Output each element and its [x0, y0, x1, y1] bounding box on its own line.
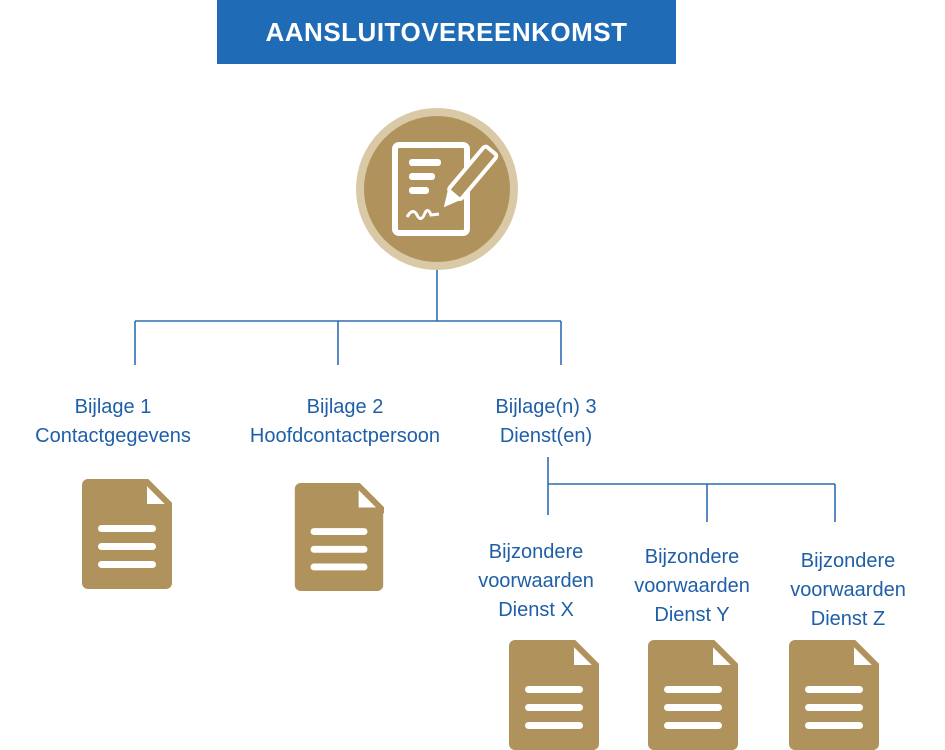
diagram-title: AANSLUITOVEREENKOMST — [265, 16, 628, 47]
document-icon — [509, 640, 599, 750]
document-icon — [294, 483, 384, 591]
document-icon — [648, 640, 738, 750]
bijlage-1-label: Bijlage 1 Contactgegevens — [35, 396, 191, 447]
dienst-z-label: Bijzondere voorwaarden Dienst Z — [790, 550, 906, 630]
document-icon — [82, 479, 172, 589]
document-icon — [789, 640, 879, 750]
dienst-x-label: Bijzondere voorwaarden Dienst X — [478, 541, 594, 621]
title-banner: AANSLUITOVEREENKOMST — [217, 0, 676, 64]
dienst-y-label: Bijzondere voorwaarden Dienst Y — [634, 546, 750, 626]
bijlage-2-label: Bijlage 2 Hoofdcontactpersoon — [249, 396, 441, 447]
signed-contract-icon — [356, 108, 518, 270]
bijlage-3-label: Bijlage(n) 3 Dienst(en) — [495, 396, 597, 447]
